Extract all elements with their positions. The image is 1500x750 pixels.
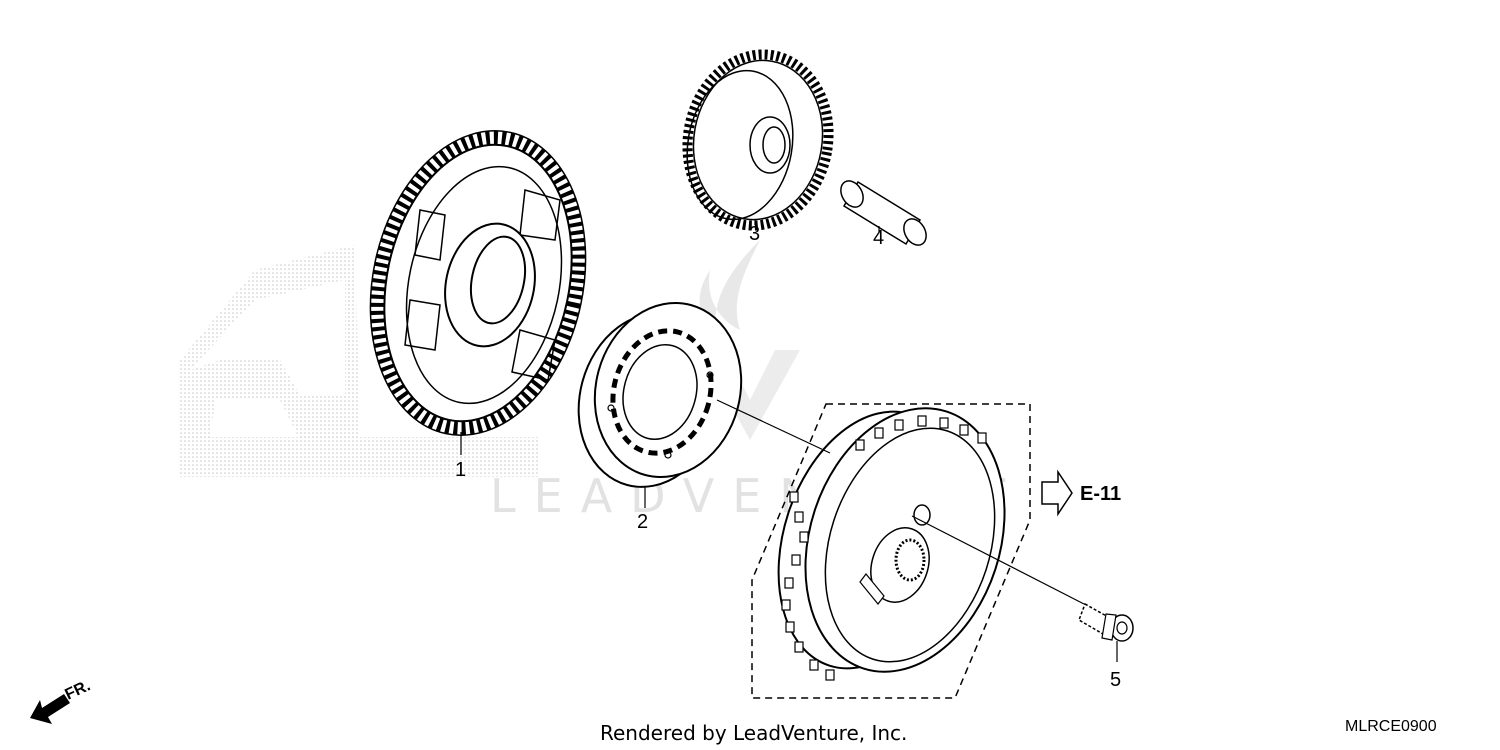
reference-e11[interactable]: E-11 <box>1041 469 1121 517</box>
front-direction-indicator: FR. <box>30 677 93 724</box>
gear-icon <box>682 49 834 231</box>
pin-icon <box>840 180 927 246</box>
honda-wordmark <box>178 437 538 477</box>
flywheel-icon <box>751 403 1031 699</box>
honda-logo-watermark <box>178 245 538 477</box>
front-label: FR. <box>63 677 94 703</box>
arrow-icon <box>1041 469 1073 517</box>
callout-2: 2 <box>637 511 648 533</box>
bolt-icon <box>1078 602 1134 662</box>
callout-3: 3 <box>749 223 760 245</box>
gear-icon <box>369 130 587 455</box>
reference-label: E-11 <box>1080 483 1121 505</box>
arrow-icon <box>30 694 70 724</box>
assembly-lines <box>716 222 1085 605</box>
callout-5: 5 <box>1110 669 1121 691</box>
callout-4: 4 <box>873 227 884 249</box>
credit-text: Rendered by LeadVenture, Inc. <box>600 721 907 745</box>
diagram-code: MLRCE0900 <box>1345 718 1437 735</box>
callout-1: 1 <box>455 459 466 481</box>
clutch-icon <box>577 301 743 508</box>
